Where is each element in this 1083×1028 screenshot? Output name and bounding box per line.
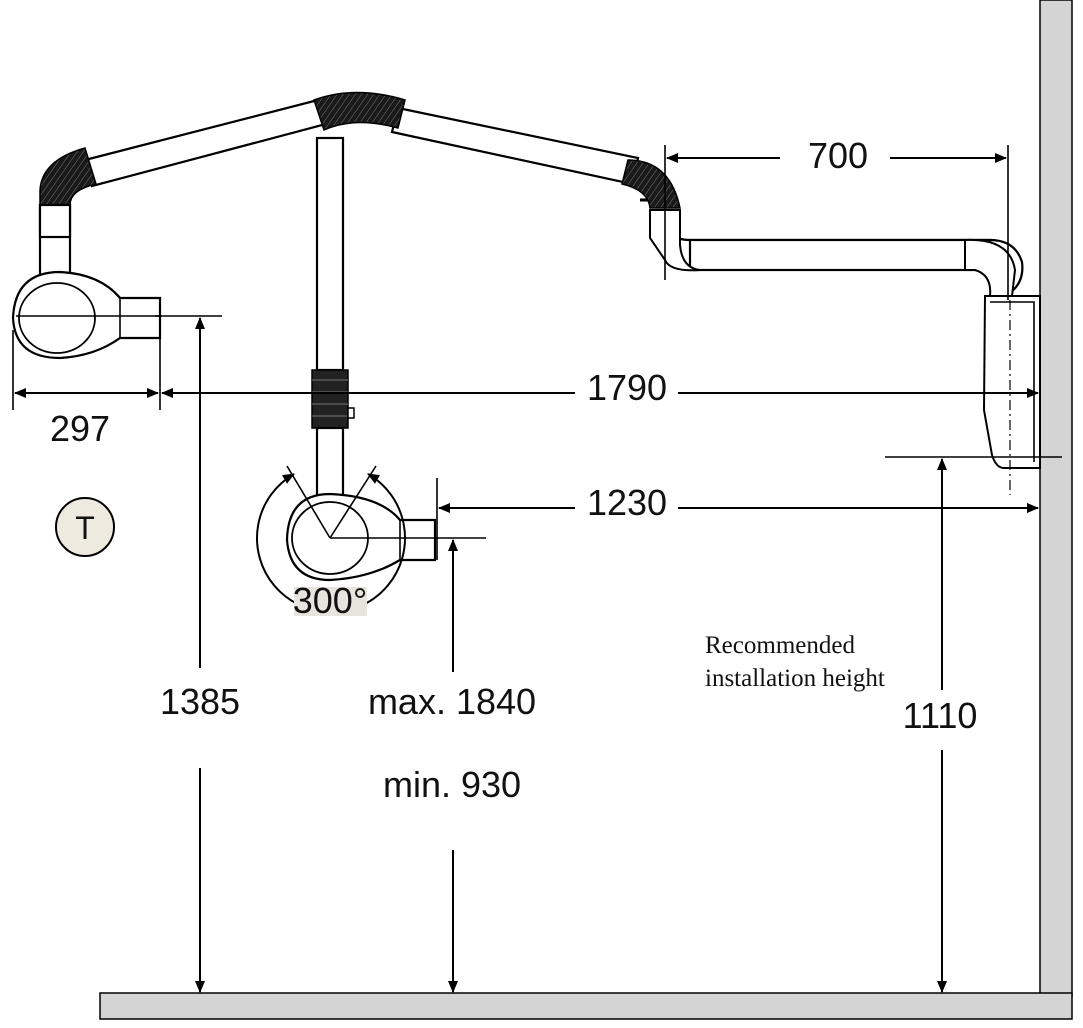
floor bbox=[99, 992, 1073, 1020]
dim-1385-label: 1385 bbox=[160, 681, 240, 722]
dim-min-label: min. 930 bbox=[383, 764, 521, 805]
tube-head-center bbox=[256, 136, 486, 614]
upper-arms bbox=[39, 91, 681, 209]
dim-1230: 1230 bbox=[436, 478, 1039, 560]
tube-head-left bbox=[11, 203, 162, 360]
extension-arm bbox=[640, 198, 1024, 297]
rotation-angle-label: 300° bbox=[293, 580, 367, 621]
installation-note-line2: installation height bbox=[705, 665, 885, 692]
dim-max-label: max. 1840 bbox=[368, 681, 536, 722]
dim-1110: 1110 bbox=[885, 456, 1062, 993]
dim-1385: 1385 bbox=[155, 315, 240, 993]
installation-note: Recommended installation height bbox=[705, 632, 885, 692]
dim-700-label: 700 bbox=[808, 135, 868, 176]
dim-297: 297 bbox=[12, 300, 161, 449]
dim-1790: 1790 bbox=[161, 367, 1039, 408]
dim-297-label: 297 bbox=[50, 408, 110, 449]
tube-marker: T bbox=[55, 497, 115, 557]
rotation-angle: 300° bbox=[293, 580, 367, 621]
dim-1790-label: 1790 bbox=[587, 367, 667, 408]
dim-1230-label: 1230 bbox=[587, 482, 667, 523]
dim-height-range: max. 1840 min. 930 bbox=[368, 539, 536, 993]
dim-1110-label: 1110 bbox=[903, 695, 978, 736]
wall bbox=[1039, 0, 1073, 997]
wall-control-box bbox=[982, 295, 1041, 495]
dim-700: 700 bbox=[664, 135, 1009, 300]
installation-note-line1: Recommended bbox=[705, 632, 855, 659]
tube-marker-label: T bbox=[75, 510, 95, 546]
